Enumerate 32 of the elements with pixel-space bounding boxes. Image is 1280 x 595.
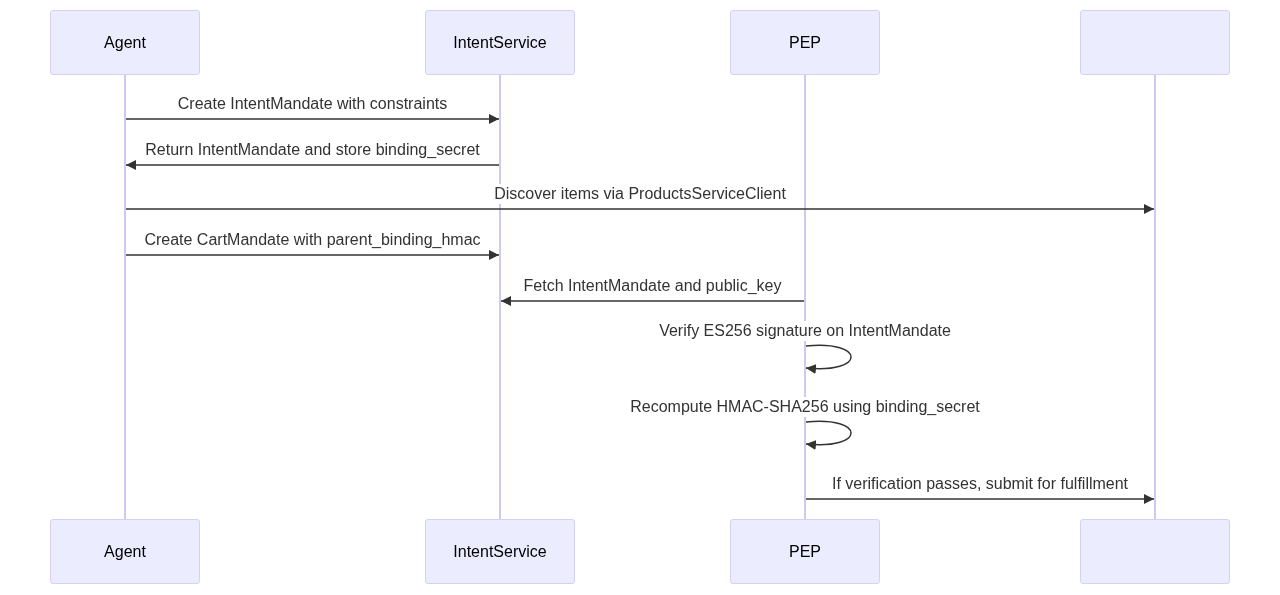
participant-name: Agent (104, 33, 146, 52)
participant-name: IntentService (453, 542, 547, 561)
participant-box (730, 10, 880, 75)
message-arrow (125, 250, 500, 260)
lifeline (124, 75, 126, 519)
edge-label: Verify ES256 signature on IntentMandate (657, 321, 953, 341)
lifeline (1154, 75, 1156, 519)
participant-name: PEP (789, 33, 821, 52)
message-arrow (805, 494, 1155, 504)
participant-name: Agent (104, 542, 146, 561)
lifeline (499, 75, 501, 519)
participant-name: PEP (789, 542, 821, 561)
message-arrow (125, 160, 500, 170)
participant-name: IntentService (453, 33, 547, 52)
edge-label: Return IntentMandate and store binding_secret (143, 140, 482, 160)
message-arrow (500, 296, 805, 306)
participant-box (425, 519, 575, 584)
participant-box (730, 519, 880, 584)
message-arrow (125, 114, 500, 124)
participant-box (425, 10, 575, 75)
participant-box (1080, 519, 1230, 584)
participant-box (50, 519, 200, 584)
edge-label: Discover items via ProductsServiceClient (492, 184, 788, 204)
edge-label: Create CartMandate with parent_binding_hmac (142, 230, 483, 250)
edge-label: Fetch IntentMandate and public_key (521, 276, 784, 296)
edge-label: Recompute HMAC-SHA256 using binding_secret (628, 397, 982, 417)
message-arrow (805, 344, 852, 374)
participant-box (1080, 10, 1230, 75)
message-arrow (125, 204, 1155, 214)
lifeline (804, 75, 806, 519)
message-arrow (805, 420, 852, 450)
participant-box (50, 10, 200, 75)
